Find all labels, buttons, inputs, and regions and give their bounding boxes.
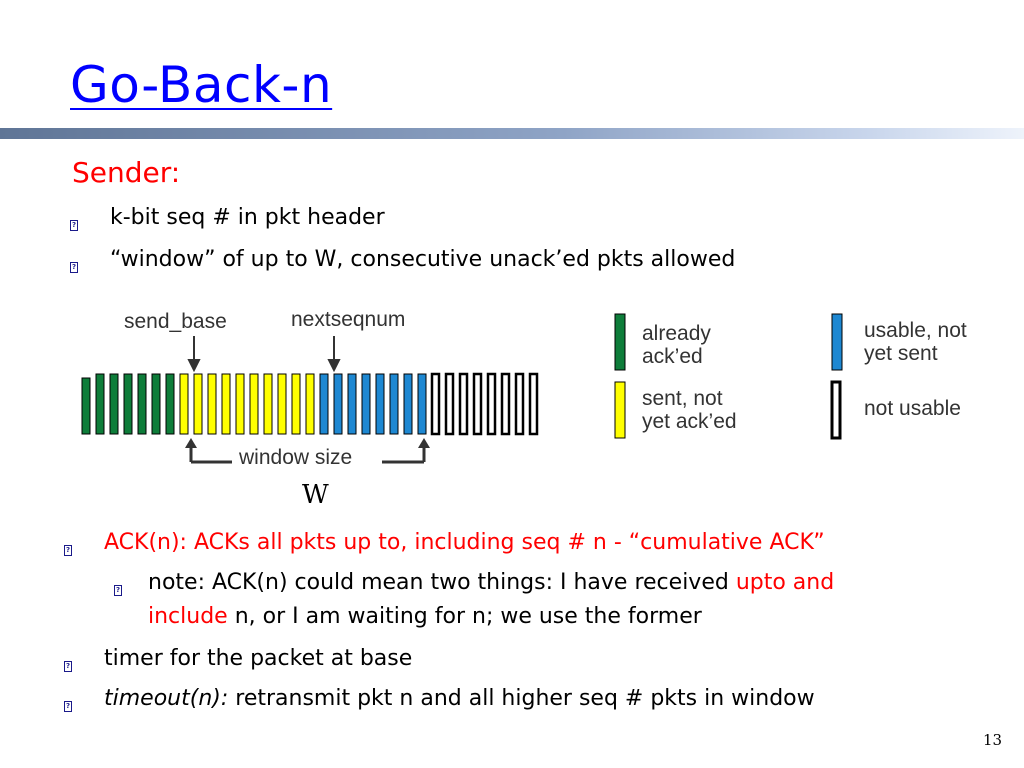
bullet-icon: ? (70, 262, 78, 273)
packet-acked (81, 377, 91, 435)
legend-acked-line1: already (642, 322, 711, 345)
packet-sent (277, 373, 287, 435)
packet-sent (249, 373, 259, 435)
packet-sent (193, 373, 203, 435)
window-size-label: window size (238, 446, 352, 469)
legend-usable-swatch (831, 313, 843, 371)
legend-not-usable-label: not usable (864, 397, 961, 420)
timer-bullet: timer for the packet at base (104, 646, 413, 671)
legend-acked-line2: ack’ed (642, 345, 703, 368)
packet-sent (291, 373, 301, 435)
packet-not-usable (514, 372, 525, 436)
packet-sent (207, 373, 217, 435)
packet-usable (361, 373, 371, 435)
packet-usable (389, 373, 399, 435)
legend-sent-line1: sent, not (642, 387, 723, 410)
timeout-bullet: timeout(n): retransmit pkt n and all hig… (104, 686, 815, 711)
packet-usable (347, 373, 357, 435)
packet-acked (165, 373, 175, 435)
packet-usable (319, 373, 329, 435)
packet-sent (179, 373, 189, 435)
packet-not-usable (486, 372, 497, 436)
packet-sent (221, 373, 231, 435)
bullet-icon: ? (114, 585, 122, 596)
packet-acked (137, 373, 147, 435)
packet-not-usable (472, 372, 483, 436)
send-base-label: send_base (124, 310, 227, 333)
packet-acked (123, 373, 133, 435)
bullet-icon: ? (64, 545, 72, 556)
packet-not-usable (430, 372, 441, 436)
window-size-bracket (185, 438, 430, 464)
send-base-arrow (187, 336, 201, 373)
page-number: 13 (983, 731, 1003, 749)
packet-sent (235, 373, 245, 435)
note-highlight-1: upto and (735, 570, 835, 595)
packet-acked (151, 373, 161, 435)
note-line-1: note: ACK(n) could mean two things: I ha… (148, 570, 834, 595)
legend-sent-line2: yet ack’ed (642, 410, 737, 433)
packet-sent (263, 373, 273, 435)
legend-not-usable-swatch (830, 380, 842, 440)
timeout-label: timeout(n): (104, 686, 229, 711)
packet-not-usable (528, 372, 539, 436)
legend-usable-line2: yet sent (864, 342, 938, 365)
packet-not-usable (444, 372, 455, 436)
legend-acked-swatch (614, 313, 626, 371)
packet-not-usable (500, 372, 511, 436)
title-divider-band (0, 128, 1024, 139)
packet-usable (417, 373, 427, 435)
window-w-label: W (302, 480, 329, 510)
packet-not-usable (458, 372, 469, 436)
note-highlight-2: include (148, 604, 228, 629)
bullet-icon: ? (70, 220, 78, 231)
packet-usable (403, 373, 413, 435)
packet-sent (305, 373, 315, 435)
timeout-text: retransmit pkt n and all higher seq # pk… (228, 686, 815, 711)
ack-bullet: ACK(n): ACKs all pkts up to, including s… (104, 530, 825, 555)
sender-heading: Sender: (72, 156, 181, 189)
sliding-window-diagram: send_base nextseqnum window size already… (81, 308, 967, 469)
slide-title: Go-Back-n (70, 56, 333, 114)
bullet-icon: ? (64, 661, 72, 672)
nextseqnum-arrow (327, 336, 341, 373)
packet-usable (375, 373, 385, 435)
sender-bullet-2: “window” of up to W, consecutive unack’e… (110, 247, 736, 272)
note-line-2: include n, or I am waiting for n; we use… (148, 604, 702, 629)
legend-usable-line1: usable, not (864, 319, 967, 342)
packet-sequence (81, 372, 539, 436)
nextseqnum-label: nextseqnum (291, 308, 405, 331)
packet-acked (95, 373, 105, 435)
note-text-1: note: ACK(n) could mean two things: I ha… (148, 570, 736, 595)
packet-acked (109, 373, 119, 435)
packet-usable (333, 373, 343, 435)
bullet-icon: ? (64, 701, 72, 712)
note-text-2: n, or I am waiting for n; we use the for… (227, 604, 702, 629)
legend-sent-swatch (614, 381, 626, 439)
sender-bullet-1: k-bit seq # in pkt header (110, 205, 385, 230)
